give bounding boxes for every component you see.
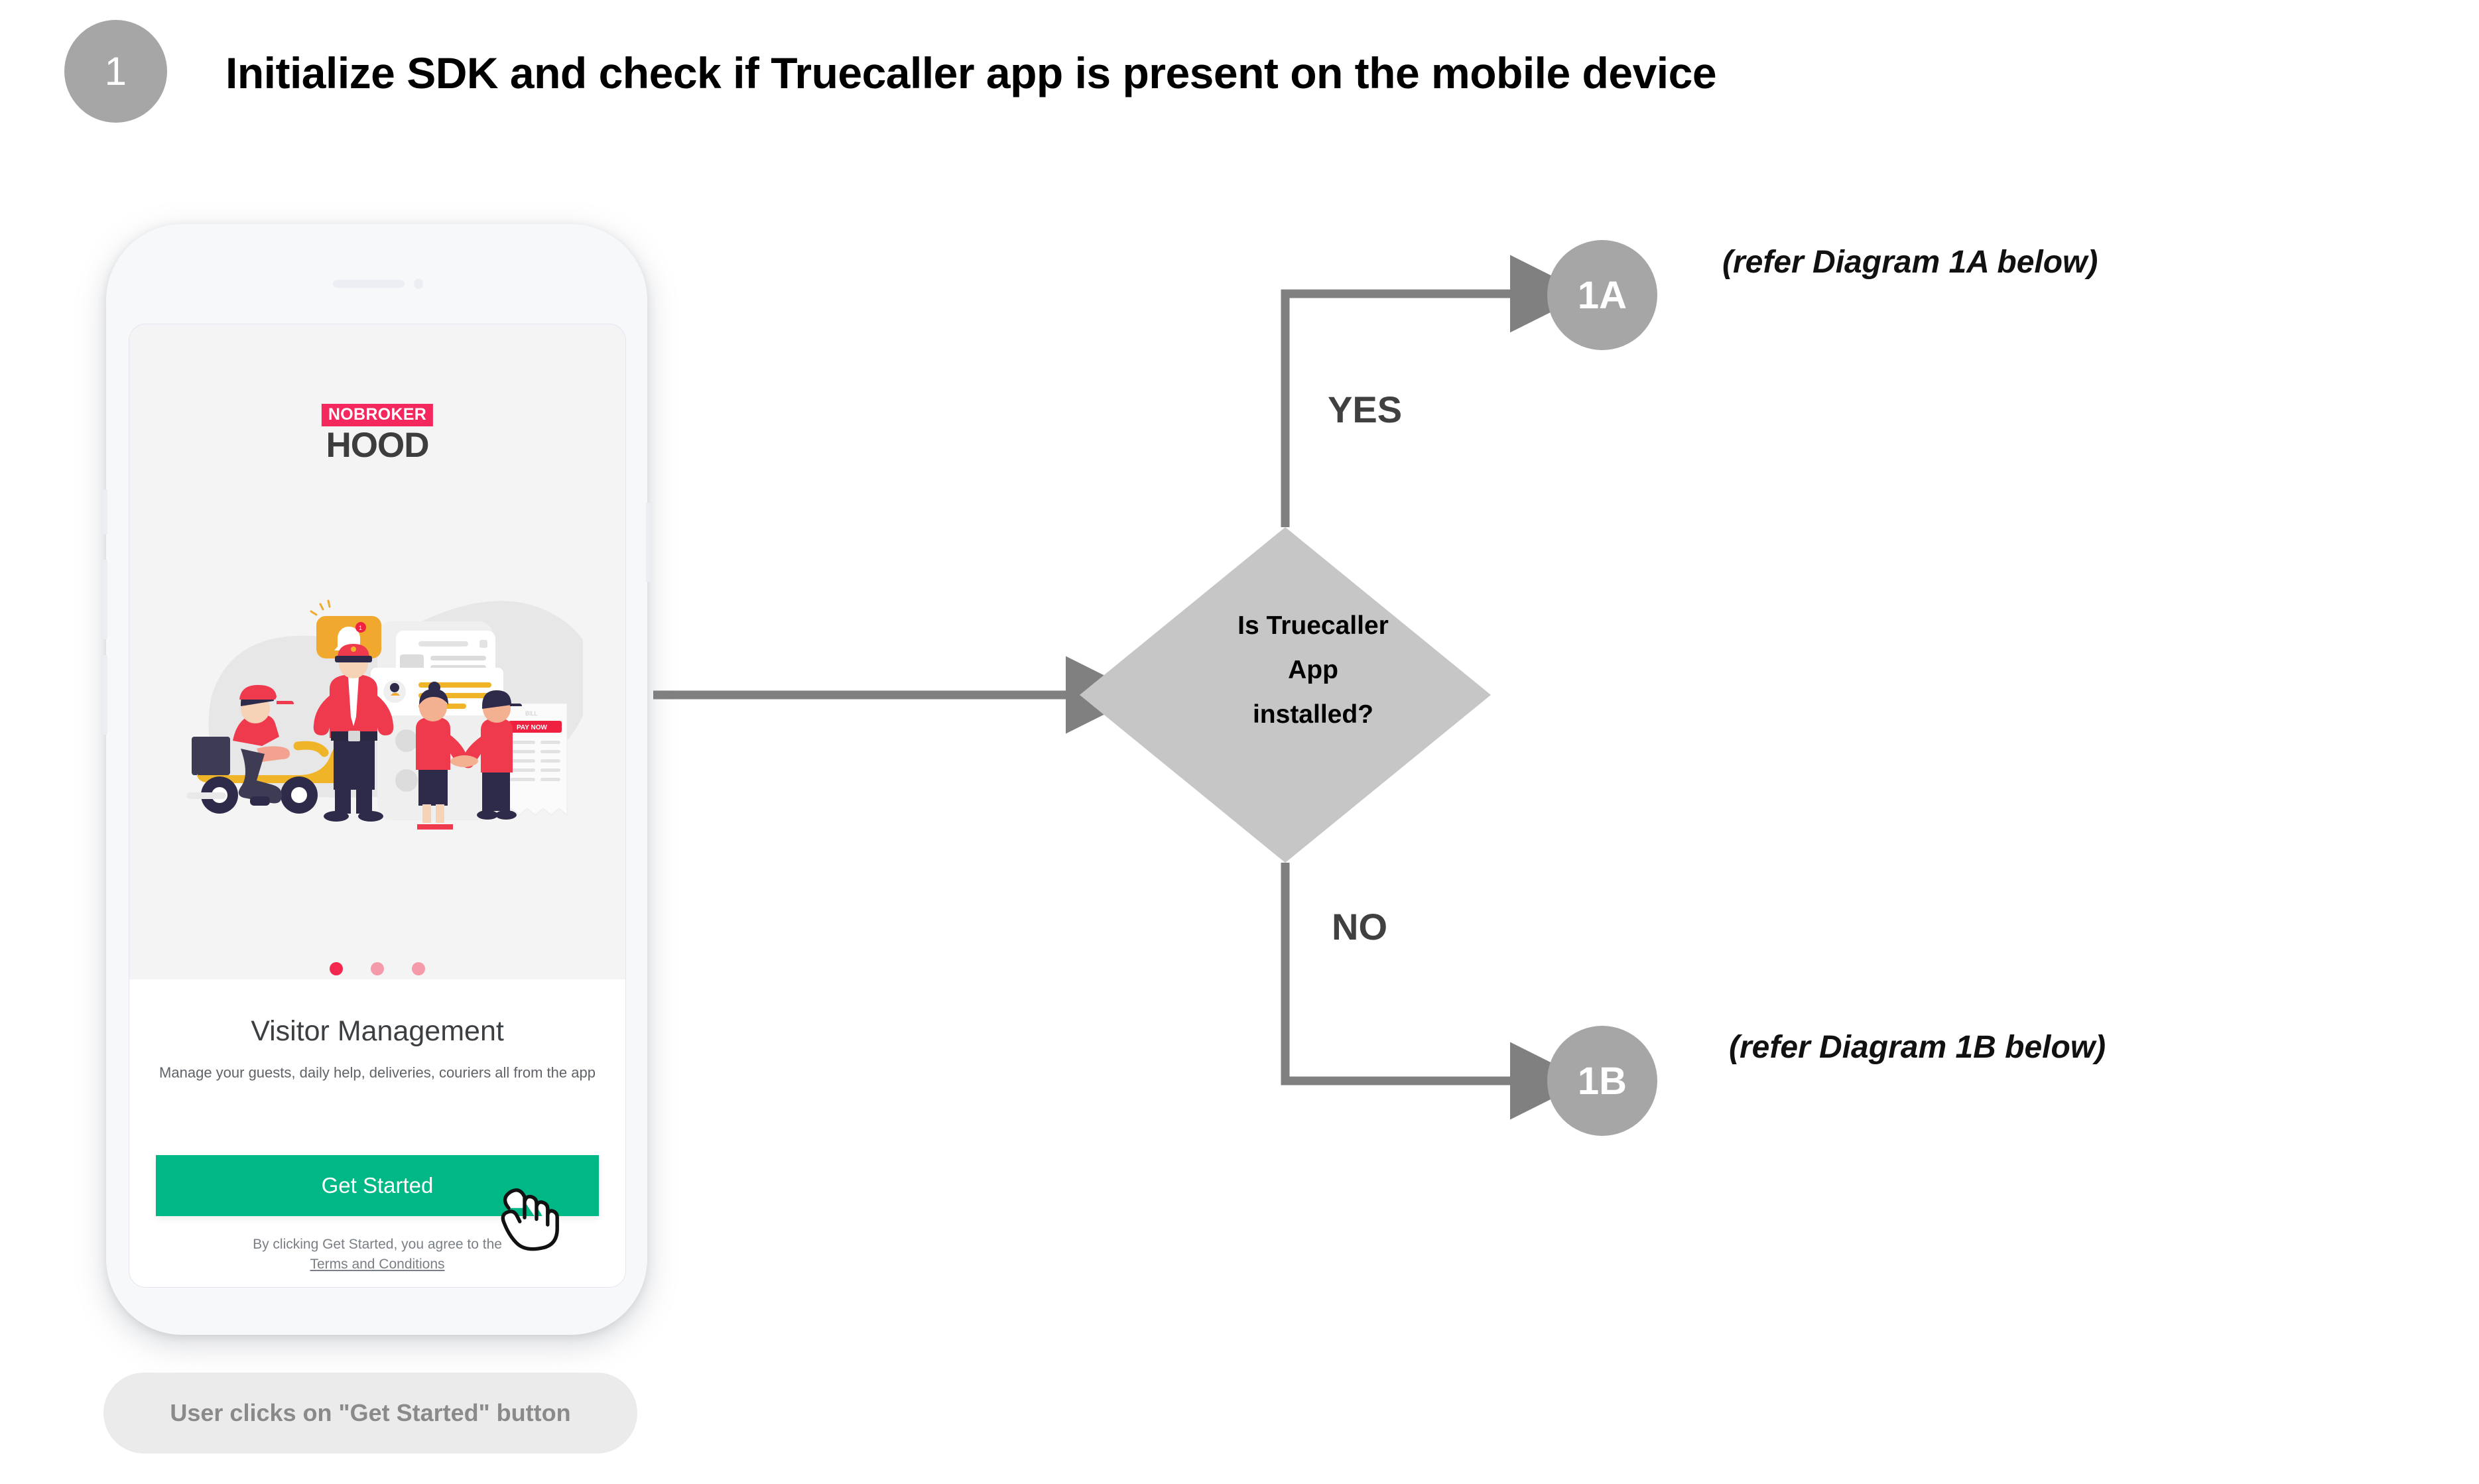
get-started-label: Get Started: [321, 1173, 434, 1198]
page-title: Initialize SDK and check if Truecaller a…: [225, 48, 1717, 97]
cursor-hand-icon: [501, 1188, 559, 1251]
node-1a[interactable]: 1A: [1547, 240, 1657, 350]
legal-text: By clicking Get Started, you agree to th…: [129, 1235, 625, 1275]
carousel-dot-1[interactable]: [330, 962, 343, 975]
legal-line-1: By clicking Get Started, you agree to th…: [253, 1237, 502, 1252]
node-1b[interactable]: 1B: [1547, 1026, 1657, 1136]
svg-text:BILL: BILL: [525, 710, 538, 717]
logo-nobroker-text: NOBROKER: [328, 405, 427, 424]
resident-illustration: [416, 682, 469, 830]
branch-label-yes: YES: [1328, 389, 1403, 430]
node-1a-label: 1A: [1577, 273, 1627, 317]
step-number-label: 1: [104, 49, 127, 93]
logo-nobroker-badge: NOBROKER: [321, 404, 434, 426]
branch-label-no: NO: [1332, 906, 1387, 948]
decision-line-2: App: [1288, 656, 1338, 685]
phone-power-button[interactable]: [646, 503, 651, 582]
branch-no-connector: [1281, 863, 1588, 1120]
decision-label: Is Truecaller App installed?: [1121, 603, 1505, 737]
phone-screen: NOBROKER HOOD: [129, 324, 626, 1288]
phone-silent-switch[interactable]: [103, 489, 107, 534]
guard-illustration: [313, 644, 394, 822]
scooter-illustration: [186, 685, 369, 814]
carousel-dot-3[interactable]: [412, 962, 425, 975]
node-1b-reference: (refer Diagram 1B below): [1729, 1030, 2106, 1065]
onboarding-sheet: Visitor Management Manage your guests, d…: [129, 979, 625, 1287]
carousel-dot-2[interactable]: [371, 962, 384, 975]
decision-line-1: Is Truecaller: [1238, 611, 1389, 640]
step-number-badge: 1: [64, 20, 167, 123]
carousel-dots[interactable]: [330, 962, 425, 975]
action-caption-label: User clicks on "Get Started" button: [170, 1399, 571, 1426]
phone-camera-icon: [414, 278, 423, 289]
node-1a-reference: (refer Diagram 1A below): [1722, 245, 2098, 280]
phone-volume-up-button[interactable]: [103, 560, 107, 639]
terms-and-conditions-link[interactable]: Terms and Conditions: [310, 1257, 445, 1272]
onboarding-illustration: BILL PAY NOW: [186, 599, 583, 830]
sheet-title: Visitor Management: [251, 1015, 504, 1047]
phone-mockup: NOBROKER HOOD: [98, 221, 655, 1341]
sheet-subtitle: Manage your guests, daily help, deliveri…: [159, 1064, 596, 1081]
decision-line-3: installed?: [1252, 700, 1374, 729]
phone-frame: NOBROKER HOOD: [103, 224, 651, 1335]
logo-hood-text: HOOD: [326, 426, 430, 465]
svg-text:1: 1: [359, 625, 362, 631]
phone-volume-down-button[interactable]: [103, 655, 107, 735]
nobroker-hood-logo: NOBROKER HOOD: [321, 404, 434, 465]
action-caption: User clicks on "Get Started" button: [103, 1373, 637, 1453]
get-started-button[interactable]: Get Started: [156, 1155, 599, 1216]
phone-speaker-icon: [333, 280, 405, 288]
node-1b-label: 1B: [1577, 1059, 1627, 1103]
svg-text:PAY NOW: PAY NOW: [517, 724, 547, 731]
